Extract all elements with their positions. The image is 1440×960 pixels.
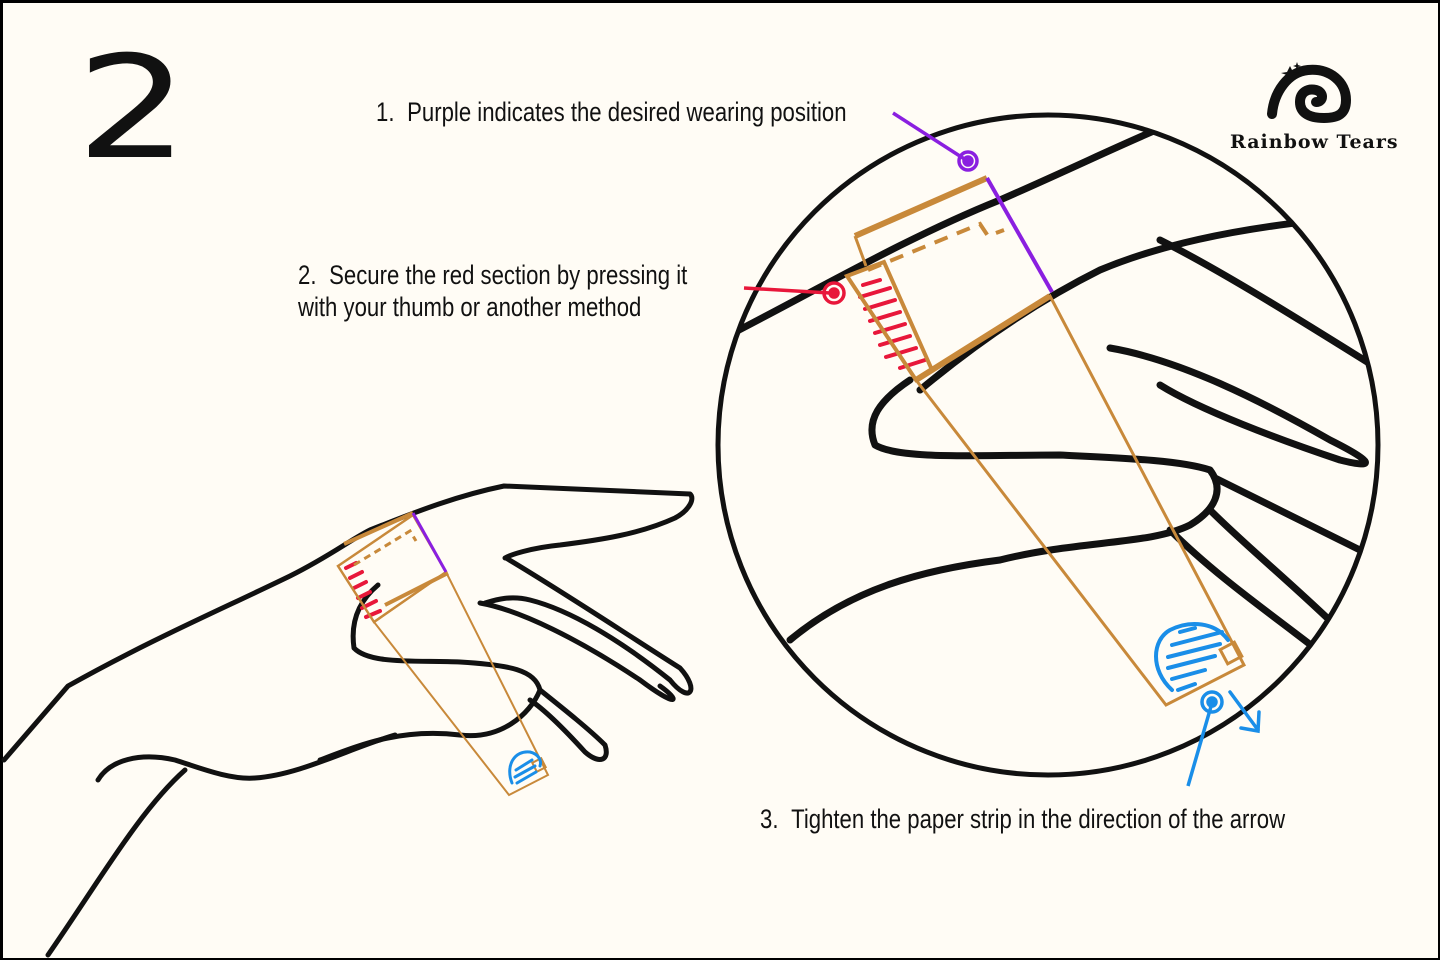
caption-step-2: 2.Secure the red section by pressing it … xyxy=(298,259,687,323)
thumb-icon xyxy=(1154,622,1230,692)
caption-step-1: 1. Purple indicates the desired wearing p… xyxy=(376,96,847,128)
purple-marker-icon xyxy=(892,111,979,172)
caption-text: Purple indicates the desired wearing pos… xyxy=(407,97,847,127)
direction-arrow-icon xyxy=(1228,690,1261,734)
blue-marker-icon xyxy=(1186,690,1224,787)
hand-outline xyxy=(1,483,695,958)
magnifier-view xyxy=(715,112,1381,778)
step-number: 2 xyxy=(76,26,189,191)
thumb-icon xyxy=(508,750,542,785)
caption-number: 2. xyxy=(298,260,317,290)
red-marker-icon xyxy=(743,281,846,305)
caption-text-line1: Secure the red section by pressing it xyxy=(329,260,688,290)
caption-text: Tighten the paper strip in the direction… xyxy=(791,804,1286,834)
caption-number: 1. xyxy=(376,97,395,127)
caption-number: 3. xyxy=(760,804,779,834)
brand-name: Rainbow Tears xyxy=(1230,131,1399,153)
caption-text-line2: with your thumb or another method xyxy=(298,292,642,322)
swirl-logo-icon xyxy=(1267,62,1352,124)
caption-step-3: 3. Tighten the paper strip in the directi… xyxy=(760,803,1285,835)
paper-strip-small xyxy=(336,511,550,797)
